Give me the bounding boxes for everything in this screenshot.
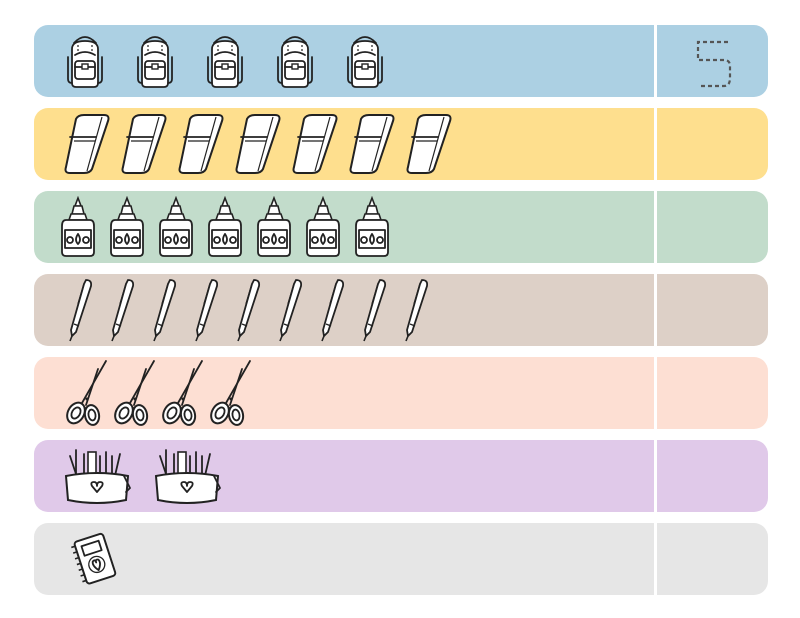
eraser-icon [349, 114, 395, 174]
row-scissors [34, 357, 768, 429]
glue-bottle-icon [208, 196, 242, 257]
row-pens [34, 274, 768, 346]
glue-bottle-icon [306, 196, 340, 257]
eraser-icon [406, 114, 452, 174]
row-glue-bottles [34, 191, 768, 263]
pen-icon [279, 279, 303, 342]
eraser-icon [64, 114, 110, 174]
pencil-case-icon [154, 449, 221, 504]
row-erasers [34, 108, 768, 180]
row-items [62, 274, 432, 346]
answer-box[interactable] [658, 274, 768, 346]
pen-icon [237, 279, 261, 342]
pen-icon [405, 279, 429, 342]
scissors-icon [162, 360, 203, 426]
notebook-icon [71, 532, 117, 585]
row-backpacks [34, 25, 768, 97]
scissors-icon [210, 360, 251, 426]
glue-bottle-icon [159, 196, 193, 257]
eraser-icon [178, 114, 224, 174]
row-items [70, 523, 118, 595]
row-divider [654, 523, 657, 595]
answer-box[interactable] [658, 357, 768, 429]
row-items [62, 25, 388, 97]
backpack-icon [137, 36, 173, 88]
row-divider [654, 357, 657, 429]
row-divider [654, 440, 657, 512]
pen-icon [363, 279, 387, 342]
eraser-icon [292, 114, 338, 174]
traced-number-five [696, 40, 732, 88]
row-divider [654, 274, 657, 346]
glue-bottle-icon [61, 196, 95, 257]
row-items [62, 108, 454, 180]
answer-box[interactable] [658, 191, 768, 263]
pen-icon [69, 279, 93, 342]
backpack-icon [347, 36, 383, 88]
row-divider [654, 191, 657, 263]
row-items [62, 440, 222, 512]
answer-box[interactable] [658, 523, 768, 595]
glue-bottle-icon [355, 196, 389, 257]
pen-icon [195, 279, 219, 342]
backpack-icon [277, 36, 313, 88]
glue-bottle-icon [257, 196, 291, 257]
pen-icon [111, 279, 135, 342]
pen-icon [321, 279, 345, 342]
scissors-icon [114, 360, 155, 426]
backpack-icon [67, 36, 103, 88]
row-divider [654, 108, 657, 180]
glue-bottle-icon [110, 196, 144, 257]
pencil-case-icon [64, 449, 131, 504]
row-notebooks [34, 523, 768, 595]
answer-box[interactable] [658, 25, 768, 97]
scissors-icon [66, 360, 107, 426]
eraser-icon [121, 114, 167, 174]
backpack-icon [207, 36, 243, 88]
answer-box[interactable] [658, 440, 768, 512]
row-items [60, 191, 390, 263]
row-items [64, 357, 252, 429]
eraser-icon [235, 114, 281, 174]
row-pencil-cases [34, 440, 768, 512]
answer-box[interactable] [658, 108, 768, 180]
row-divider [654, 25, 657, 97]
pen-icon [153, 279, 177, 342]
